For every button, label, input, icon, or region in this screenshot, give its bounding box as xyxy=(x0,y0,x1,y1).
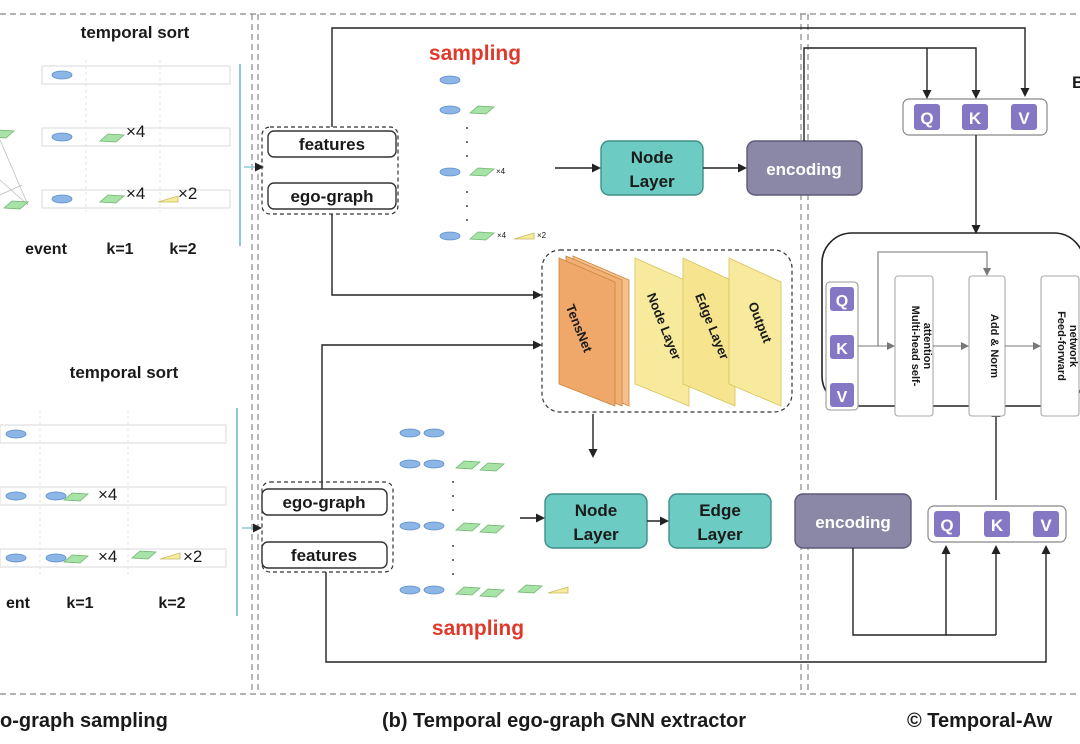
bottom-ego-graph-box xyxy=(261,488,388,516)
panel-a-top-col-k2: k=2 xyxy=(169,241,196,258)
inner-v-token: V xyxy=(830,383,854,407)
panel-a-bottom-col-k2: k=2 xyxy=(158,595,185,612)
bottom-encoding-label: encoding xyxy=(815,513,891,532)
middle-edge-layer-plane xyxy=(682,257,736,407)
bottom-node-layer-line2: Layer xyxy=(573,525,619,544)
panel-a-bottom-row3-mult1: ×4 xyxy=(98,547,117,566)
panel-a-bottom-row2-mult: ×4 xyxy=(98,485,117,504)
panel-c: B Q K V Q K V Multi-head self- attention… xyxy=(803,47,1080,732)
middle-node-layer-plane xyxy=(634,257,690,407)
attention-line2: attention xyxy=(921,323,933,370)
panel-a-top-title: temporal sort xyxy=(81,23,190,42)
tensnet-plane xyxy=(558,257,616,407)
bottom-k-token: K xyxy=(984,511,1010,537)
top-encoding-label: encoding xyxy=(766,160,842,179)
svg-text:V: V xyxy=(837,389,848,406)
ffn-line1: Feed-forward xyxy=(1055,311,1067,381)
svg-text:Q: Q xyxy=(940,516,953,535)
svg-text:V: V xyxy=(1040,516,1052,535)
top-ego-graph-box xyxy=(267,182,397,210)
inner-q-token: Q xyxy=(830,287,854,311)
inner-k-token: K xyxy=(830,335,854,359)
panel-b-caption: (b) Temporal ego-graph GNN extractor xyxy=(382,710,746,732)
bottom-v-token: V xyxy=(1033,511,1059,537)
top-node-layer-line2: Layer xyxy=(629,172,675,191)
svg-text:Q: Q xyxy=(920,109,933,128)
svg-text:K: K xyxy=(969,109,982,128)
top-v-token: V xyxy=(1011,104,1037,130)
top-features-label: features xyxy=(299,135,365,154)
top-sample-mult4b: ×4 xyxy=(497,231,507,240)
bottom-ego-graph-label: ego-graph xyxy=(282,493,365,512)
bottom-features-label: features xyxy=(291,546,357,565)
panel-frames xyxy=(0,13,1080,695)
bottom-q-token: Q xyxy=(934,511,960,537)
tensnet-group xyxy=(541,249,793,413)
panel-a-caption: o-graph sampling xyxy=(0,710,168,732)
panel-a-bottom-col-event: ent xyxy=(6,595,31,612)
middle-output-plane xyxy=(728,257,782,407)
bottom-edge-layer-line2: Layer xyxy=(697,525,743,544)
panel-a-top-row3-mult1: ×4 xyxy=(126,184,145,203)
top-node-layer-line1: Node xyxy=(631,148,674,167)
top-k-token: K xyxy=(962,104,988,130)
ffn-box xyxy=(1040,275,1080,417)
ffn-line2: network xyxy=(1067,325,1079,368)
bottom-sampling-label: sampling xyxy=(432,617,524,640)
top-input-group xyxy=(261,126,399,215)
add-norm-label: Add & Norm xyxy=(988,314,1000,378)
svg-text:K: K xyxy=(991,516,1004,535)
bottom-edge-layer-line1: Edge xyxy=(699,501,741,520)
bottom-edge-layer-box xyxy=(668,493,772,549)
panel-a-top-row2-mult: ×4 xyxy=(126,122,145,141)
top-q-token: Q xyxy=(914,104,940,130)
bottom-features-box xyxy=(261,541,388,569)
panel-a-top-col-k1: k=1 xyxy=(106,241,133,258)
panel-a-top-col-event: event xyxy=(25,241,67,258)
attention-line1: Multi-head self- xyxy=(909,306,921,387)
panel-a-bottom-title: temporal sort xyxy=(70,363,179,382)
panel-a: temporal sort ×4 ×4 ×2 event k=1 k= xyxy=(0,23,241,732)
svg-text:K: K xyxy=(836,341,848,358)
top-ego-graph-label: ego-graph xyxy=(290,187,373,206)
top-features-box xyxy=(267,130,397,158)
panel-b: features ego-graph sampling ×4 ×4 ×2 Nod… xyxy=(242,27,1051,732)
panel-c-right-letter: B xyxy=(1072,73,1080,92)
top-sample-mult2: ×2 xyxy=(537,231,547,240)
bottom-input-group xyxy=(261,481,394,573)
transformer-block xyxy=(821,232,1080,407)
panel-a-bottom-col-k1: k=1 xyxy=(66,595,93,612)
svg-text:Q: Q xyxy=(836,293,848,310)
panel-a-top-row3-mult2: ×2 xyxy=(178,184,197,203)
top-sample-mult4a: ×4 xyxy=(496,167,506,176)
panel-a-bottom-row3-mult2: ×2 xyxy=(183,547,202,566)
top-sampling-label: sampling xyxy=(429,42,521,65)
panel-c-caption: © Temporal-Aw xyxy=(907,710,1053,732)
svg-text:V: V xyxy=(1018,109,1030,128)
bottom-node-layer-line1: Node xyxy=(575,501,618,520)
